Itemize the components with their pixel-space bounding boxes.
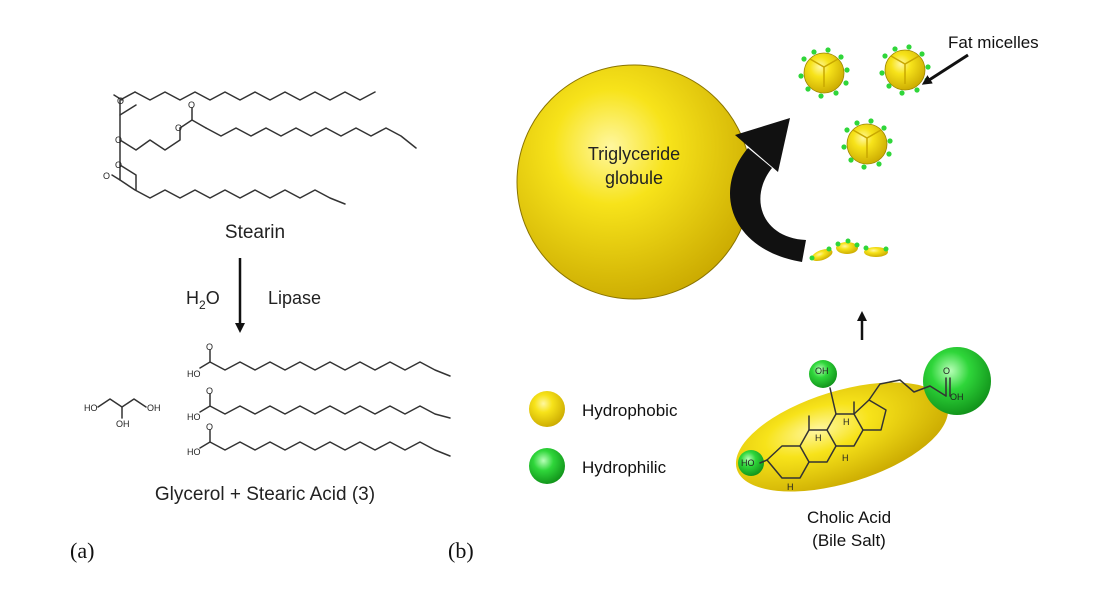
acid-3-ho: HO (187, 447, 201, 457)
cholic-acid-molecule: OH HO OH O H H H H (735, 347, 991, 492)
carbonyl-oxygen-3: O (103, 171, 110, 181)
glycerol-oh-bottom: OH (116, 419, 130, 429)
lipase-label: Lipase (268, 288, 321, 308)
ester-oxygen-1: O (115, 135, 122, 145)
cholic-ho-3: HO (741, 458, 755, 468)
cholic-h-3: H (842, 453, 849, 463)
cholic-h-4: H (787, 482, 794, 492)
cholic-oh-7: OH (815, 366, 829, 376)
acid-2-o: O (206, 386, 213, 396)
cholic-acid-label: Cholic Acid (807, 508, 891, 527)
globule-label-line2: globule (605, 168, 663, 188)
fat-micelles-label: Fat micelles (948, 33, 1039, 52)
acid-1-ho: HO (187, 369, 201, 379)
fat-micelle (879, 44, 931, 96)
carbonyl-oxygen-1: O (117, 96, 124, 106)
glycerol-structure: HO OH OH (84, 398, 161, 429)
glycerol-ho-left: HO (84, 403, 98, 413)
glycerol-oh-right: OH (147, 403, 161, 413)
acid-3-o: O (206, 422, 213, 432)
cholic-oh-acid: OH (950, 392, 964, 402)
bile-salt-label: (Bile Salt) (812, 531, 886, 550)
stearin-label: Stearin (225, 222, 285, 243)
panel-a-label: (a) (70, 538, 94, 563)
panel-b-label: (b) (448, 538, 474, 563)
legend-label-hydrophilic: Hydrophilic (582, 458, 667, 477)
carbonyl-oxygen-2: O (188, 100, 195, 110)
ester-oxygen-3: O (115, 160, 122, 170)
stearic-acid-structures: HO O HO O HO O (187, 342, 451, 457)
acid-1-o: O (206, 342, 213, 352)
bile-salt-fragment (809, 246, 833, 262)
water-reagent-label: H2O (186, 288, 220, 312)
globule-label-line1: Triglyceride (588, 144, 680, 164)
stearin-structure: O O O O O O (103, 91, 417, 205)
legend-swatch-hydrophilic (529, 448, 565, 484)
cholic-h-2: H (843, 417, 850, 427)
bile-salt-fragment (863, 245, 889, 257)
products-label: Glycerol + Stearic Acid (3) (155, 484, 375, 505)
micelles-pointer-arrow (921, 53, 969, 85)
fat-micelle (841, 118, 893, 170)
legend-label-hydrophobic: Hydrophobic (582, 401, 678, 420)
cholic-o-acid: O (943, 366, 950, 376)
legend-swatch-hydrophobic (529, 391, 565, 427)
ester-oxygen-2: O (175, 123, 182, 133)
acid-2-ho: HO (187, 412, 201, 422)
cholic-h-1: H (815, 433, 822, 443)
fat-micelle (798, 47, 850, 99)
curved-arrow (730, 118, 806, 262)
bile-salt-fragment (835, 238, 860, 254)
